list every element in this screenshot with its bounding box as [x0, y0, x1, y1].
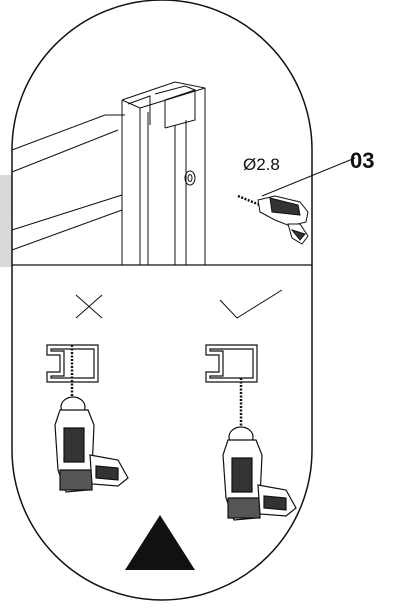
cross-icon — [75, 294, 103, 319]
profile-section-wrong — [46, 344, 99, 400]
drill-icon-wrong — [54, 396, 129, 493]
drill-bit-size-label: Ø2.8 — [243, 155, 280, 174]
screw-hole — [184, 170, 196, 186]
drill-icon-top — [237, 194, 309, 245]
warning-triangle-icon — [125, 515, 195, 570]
check-icon — [219, 289, 283, 319]
frame-profile-illustration — [11, 81, 206, 265]
drill-icon-right — [222, 426, 297, 521]
capsule-frame — [11, 0, 313, 601]
profile-section-right — [205, 344, 258, 430]
step-number: 03 — [350, 148, 374, 173]
side-tab — [0, 175, 12, 267]
step-leader-line — [261, 157, 356, 197]
